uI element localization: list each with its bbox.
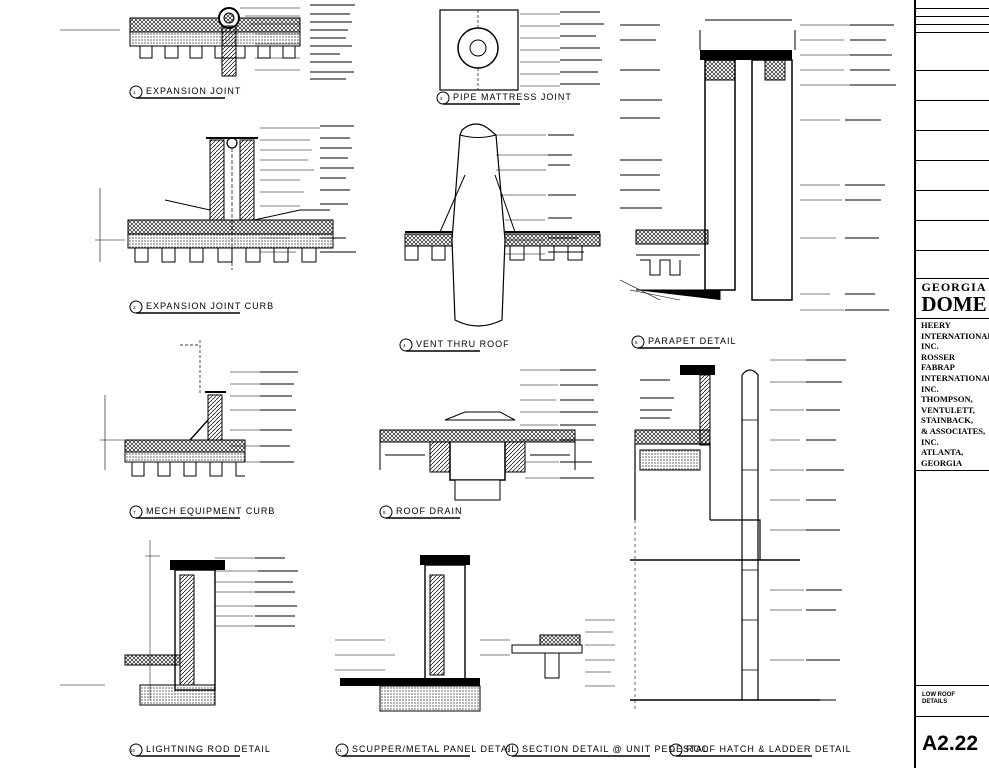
firm-line: VENTULETT, — [921, 404, 975, 415]
title-lightning-rod: LIGHTNING ROD DETAIL — [146, 744, 271, 754]
title-exp-joint-curb: EXPANSION JOINT CURB — [146, 301, 274, 311]
firm-line: STAINBACK, — [921, 415, 974, 426]
title-roof-drain: ROOF DRAIN — [396, 506, 463, 516]
detail-exp-joint-curb — [95, 125, 356, 314]
sheet-title-line2: DETAILS — [922, 699, 948, 705]
num-hatch-ladder: 13 — [670, 748, 676, 753]
sheet-number: A2.22 — [922, 732, 979, 755]
num-expansion-joint: 1 — [133, 90, 136, 95]
logo-dome: DOME — [921, 292, 987, 316]
logo-georgia: GEORGIA — [921, 280, 987, 294]
sheet-title-line1: LOW ROOF — [922, 692, 955, 698]
num-exp-joint-curb: 3 — [133, 305, 136, 310]
num-mech-curb: 7 — [133, 510, 136, 515]
title-scupper: SCUPPER/METAL PANEL DETAIL — [352, 744, 517, 754]
firm-line: INC. — [921, 436, 939, 447]
notes-expansion-joint — [310, 4, 355, 80]
firm-line: INTERNATIONAL, — [921, 330, 989, 341]
num-pedestal: 12 — [505, 748, 511, 753]
detail-pipe-mattress — [436, 9, 604, 105]
firm-line: ROSSER — [921, 351, 956, 362]
firm-line: FABRAP — [921, 362, 955, 373]
title-block: GEORGIA DOME HEERY INTERNATIONAL, INC. R… — [914, 0, 989, 768]
num-scupper: 11 — [337, 748, 342, 753]
firm-line: ATLANTA, — [921, 447, 964, 458]
firm-line: INTERNATIONAL, — [921, 372, 989, 383]
firm-line: INC. — [921, 341, 939, 352]
num-roof-drain: 8 — [383, 510, 386, 515]
firm-line: & ASSOCIATES, — [921, 425, 986, 436]
num-lightning-rod: 10 — [130, 748, 136, 753]
title-parapet: PARAPET DETAIL — [648, 336, 737, 346]
firm-line: GEORGIA — [921, 457, 963, 468]
firm-list: HEERY INTERNATIONAL, INC. ROSSER FABRAP … — [921, 320, 989, 468]
num-pipe-mattress: 2 — [440, 96, 443, 101]
detail-parapet — [619, 19, 896, 349]
firm-line: THOMPSON, — [921, 394, 973, 405]
title-mech-curb: MECH EQUIPMENT CURB — [146, 506, 275, 516]
detail-expansion-joint — [60, 7, 301, 99]
title-vent-thru-roof: VENT THRU ROOF — [416, 339, 510, 349]
sheet-title: LOW ROOF DETAILS — [922, 692, 955, 706]
detail-lightning-rod — [60, 540, 298, 757]
title-pipe-mattress: PIPE MATTRESS JOINT — [453, 92, 572, 102]
title-hatch-ladder: ROOF HATCH & LADDER DETAIL — [686, 744, 852, 754]
num-parapet: 5 — [635, 340, 638, 345]
num-vent-thru-roof: 4 — [403, 343, 406, 348]
detail-vent-thru-roof — [399, 123, 601, 352]
detail-hatch-ladder-column — [630, 359, 846, 710]
firm-line: INC. — [921, 383, 939, 394]
detail-mech-curb — [100, 340, 298, 519]
title-pedestal: SECTION DETAIL @ UNIT PEDESTAL — [522, 744, 709, 754]
detail-roof-drain — [379, 369, 598, 519]
detail-pedestal — [480, 619, 650, 757]
title-expansion-joint: EXPANSION JOINT — [146, 86, 241, 96]
detail-scupper — [335, 555, 481, 757]
firm-line: HEERY — [921, 320, 951, 330]
